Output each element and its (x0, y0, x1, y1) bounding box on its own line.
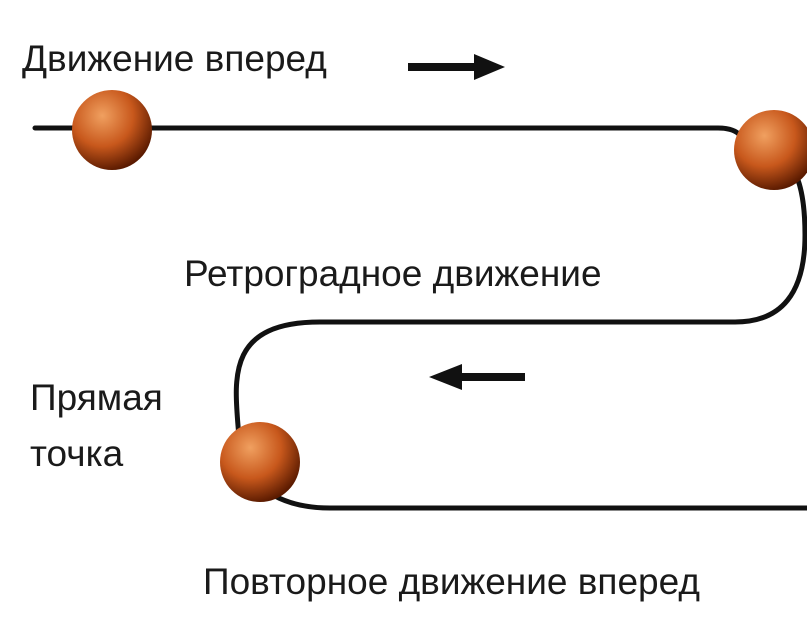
label-stationary-line2: точка (30, 433, 124, 474)
label-stationary-point: Прямая точка (30, 370, 163, 482)
planet-retrograde-start (734, 110, 807, 190)
forward-arrow (408, 54, 505, 80)
label-forward-motion: Движение вперед (22, 38, 327, 79)
planet-forward (72, 90, 152, 170)
label-retrograde-motion: Ретроградное движение (184, 253, 602, 294)
retrograde-arrow (429, 364, 525, 390)
planet-stationary-point (220, 422, 300, 502)
label-repeat-forward-motion: Повторное движение вперед (203, 561, 700, 602)
label-stationary-line1: Прямая (30, 377, 163, 418)
